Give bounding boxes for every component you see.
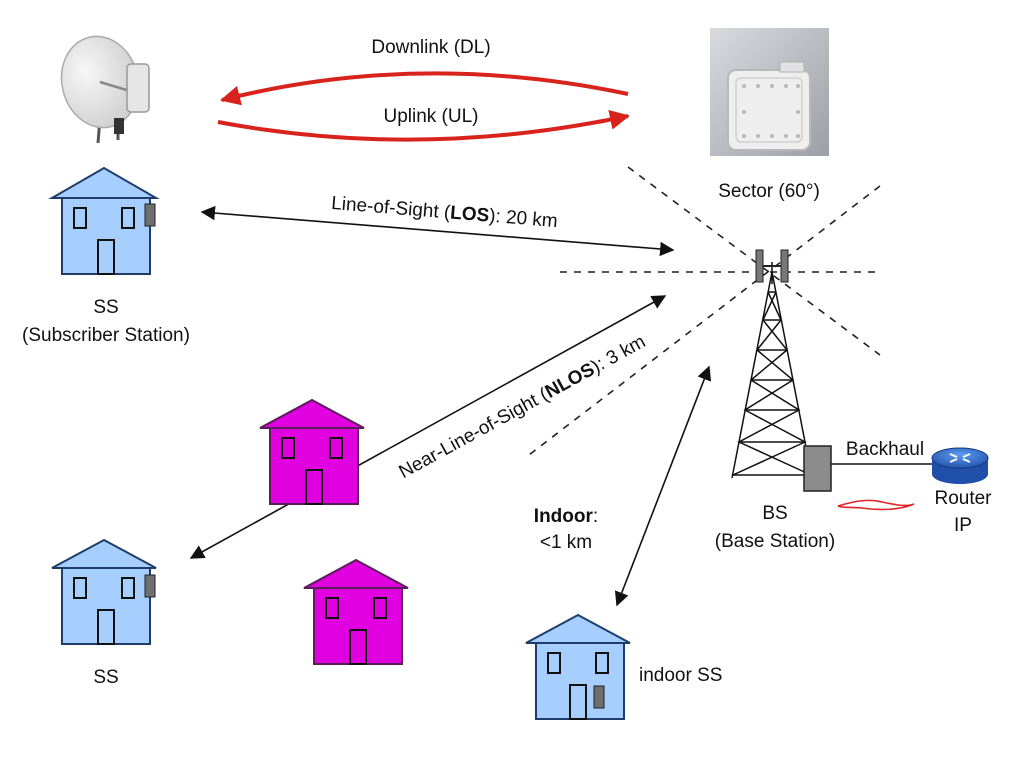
- house-indoor-ss: [525, 613, 631, 720]
- indoor-ss-label: indoor SS: [639, 665, 722, 686]
- ss-top-label: SS: [93, 297, 118, 318]
- uplink-arrow: [217, 109, 630, 142]
- base-station-unit: [803, 445, 832, 492]
- indoor-arrow: [614, 365, 712, 607]
- red-annotation-squiggle: [837, 499, 915, 511]
- sector-antenna-icon: [710, 28, 829, 156]
- backhaul-label: Backhaul: [846, 439, 924, 460]
- sector-label: Sector (60°): [718, 181, 820, 202]
- tower-antennas: [755, 249, 789, 283]
- downlink-label: Downlink (DL): [371, 37, 490, 58]
- tower-icon: [731, 262, 813, 479]
- los-arrow: [200, 205, 675, 257]
- router-ip-label: IP: [954, 515, 972, 536]
- house-indoor-ss-unit: [593, 685, 605, 709]
- ss-bottom-label: SS: [93, 667, 118, 688]
- bs-sublabel: (Base Station): [715, 531, 835, 552]
- router-icon: [931, 447, 989, 484]
- ss-top-sublabel: (Subscriber Station): [22, 325, 190, 346]
- uplink-label: Uplink (UL): [383, 106, 478, 127]
- nlos-label: Near-Line-of-Sight (NLOS): 3 km: [396, 331, 650, 483]
- nlos-arrow: [189, 295, 667, 559]
- house-ss-bottom: [51, 538, 157, 645]
- house-ss-bottom-antenna: [144, 574, 156, 598]
- indoor-range-label: <1 km: [540, 532, 592, 553]
- house-ss-top: [48, 166, 160, 275]
- downlink-arrow: [220, 71, 629, 106]
- router-label: Router: [934, 488, 992, 509]
- house-magenta-lower: [303, 558, 409, 665]
- bs-label: BS: [762, 503, 787, 524]
- los-label: Line-of-Sight (LOS): 20 km: [330, 193, 558, 232]
- house-ss-top-antenna: [144, 203, 156, 227]
- house-magenta-upper: [259, 398, 365, 505]
- sector-lines: [524, 166, 881, 459]
- satellite-dish-icon: [60, 35, 150, 144]
- indoor-label: Indoor:: [534, 506, 598, 527]
